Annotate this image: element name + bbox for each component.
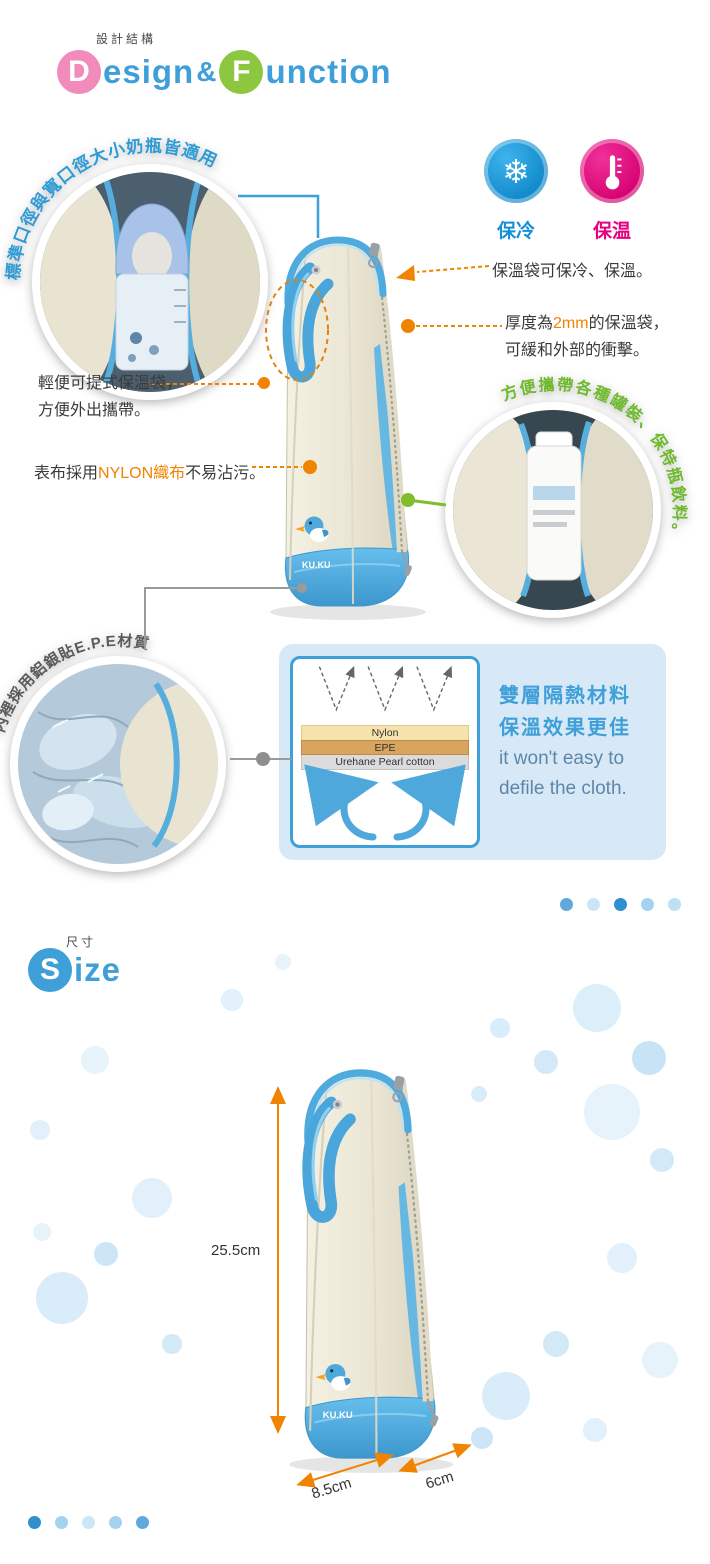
panel-text-en-2: defile the cloth. [499, 778, 627, 799]
snowflake-icon: ❄ [502, 152, 530, 190]
title-esign: esign [103, 53, 195, 90]
inset-bottle-opening-photo: 標準口徑與寬口徑大小奶瓶皆適用 [3, 135, 268, 400]
callout-keep-temp: 保溫袋可保冷、保溫。 [492, 263, 653, 280]
dot [82, 1516, 95, 1529]
nylon-post: 不易沾污。 [185, 465, 266, 482]
material-diagram-box: Nylon EPE Urehane Pearl cotton [290, 656, 480, 848]
callout-nylon: 表布採用NYLON織布不易沾污。 [34, 459, 265, 483]
heat-reflection-arrows-icon [318, 665, 452, 712]
dot [28, 1516, 41, 1529]
dot [668, 898, 681, 911]
dim-height-label: 25.5cm [211, 1242, 261, 1259]
inset-lining-photo: 內裡採用鋁銀貼E.P.E材質 [0, 632, 226, 872]
title-letter-d-badge: D [57, 50, 101, 94]
dot [641, 898, 654, 911]
dot [587, 898, 600, 911]
callout-thickness-line1: 厚度為2mm的保溫袋， [505, 309, 669, 333]
nylon-highlight: NYLON織布 [98, 465, 186, 482]
layer-urethane-pearl-cotton: Urehane Pearl cotton [301, 755, 469, 770]
design-eyebrow: 設計結構 [96, 32, 157, 46]
dot [109, 1516, 122, 1529]
inset-can-bottle-photo: 方便攜帶各種罐裝、保特瓶飲料。 [445, 375, 687, 618]
thickness-pre: 厚度為 [505, 315, 554, 332]
title-unction: unction [265, 53, 392, 90]
callout-handle-line1: 輕便可提式保溫袋， [38, 375, 183, 392]
dot [136, 1516, 149, 1529]
keep-warm-label: 保温 [592, 221, 631, 242]
air-circulation-arrows-icon [304, 764, 466, 841]
keep-cold-badge: ❄ [484, 139, 548, 203]
dot [55, 1516, 68, 1529]
dot [560, 898, 573, 911]
panel-text-en-1: it won't easy to [499, 748, 625, 769]
size-title-text: ize [74, 951, 122, 988]
decor-dots-bottom [28, 1516, 149, 1529]
layer-epe: EPE [301, 740, 469, 755]
product-photo-main [250, 222, 440, 622]
keep-cold-label: 保冷 [496, 221, 535, 242]
title-letter-f-badge: F [219, 50, 264, 94]
panel-text-better-insulation: 保溫效果更佳 [499, 717, 631, 739]
panel-text-double-layer: 雙層隔熱材料 [499, 685, 631, 707]
material-layers: Nylon EPE Urehane Pearl cotton [301, 725, 469, 770]
thickness-post: 的保溫袋， [588, 315, 669, 332]
product-photo-size [268, 1054, 468, 1475]
title-ampersand: & [196, 56, 218, 87]
size-eyebrow: 尺寸 [66, 935, 97, 949]
keep-warm-badge [580, 139, 644, 203]
callout-thickness-line2: 可緩和外部的衝擊。 [505, 342, 650, 359]
nylon-pre: 表布採用 [34, 465, 99, 482]
layer-nylon: Nylon [301, 725, 469, 740]
size-letter-s-badge: S [28, 948, 72, 992]
callout-handle-line2: 方便外出攜帶。 [38, 402, 151, 419]
decor-dots-right [560, 898, 681, 911]
dot [614, 898, 627, 911]
thickness-value: 2mm [553, 315, 589, 332]
thermometer-icon [605, 155, 622, 190]
